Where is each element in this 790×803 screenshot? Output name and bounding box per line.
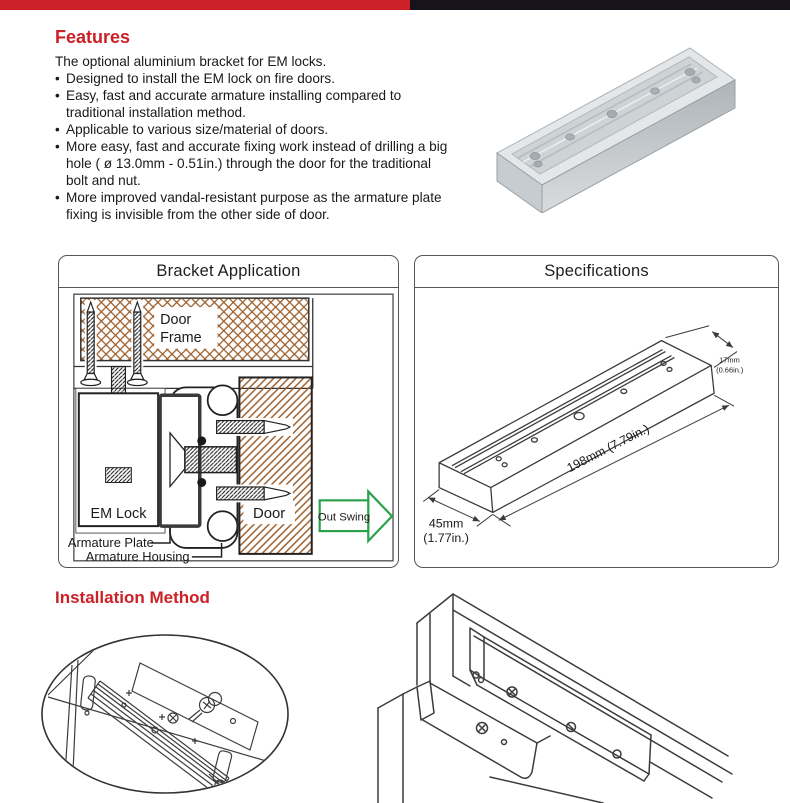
small-screw-mark <box>159 714 165 720</box>
bracket-end-cap <box>469 627 485 680</box>
door-screw-icon <box>213 418 293 436</box>
feature-item: • Easy, fast and accurate armature insta… <box>55 87 453 121</box>
door-screw-icon <box>213 484 293 503</box>
bracket-tray-lines <box>87 680 230 792</box>
sex-bolt <box>184 446 238 474</box>
plate-hole <box>229 717 237 725</box>
top-bar-red-segment <box>0 0 410 10</box>
rubber-pad <box>80 675 96 711</box>
bracket-application-diagram: Door Frame EM Lock <box>68 293 394 564</box>
armature-plate-leader <box>150 528 171 544</box>
features-title: Features <box>55 27 131 47</box>
door-frame-corner-drawing <box>377 593 733 803</box>
installation-exploded-view <box>41 634 289 794</box>
arrow-box <box>318 499 370 533</box>
mounting-plate <box>131 662 259 751</box>
bullet-glyph: • <box>55 88 60 103</box>
door-hatch <box>238 376 313 555</box>
diagram-border <box>73 293 394 562</box>
features-intro: The optional aluminium bracket for EM lo… <box>55 54 327 69</box>
feature-item: • Designed to install the EM lock on fir… <box>55 70 453 87</box>
installation-title: Installation Method <box>55 588 210 607</box>
small-screw-mark <box>126 690 132 696</box>
panel-title: Bracket Application <box>156 262 301 280</box>
em-lock-label: EM Lock <box>91 506 148 522</box>
housing-lobe <box>206 384 239 417</box>
header-top-edge <box>452 593 729 757</box>
armature-housing-leader <box>191 542 223 558</box>
bracket-line-drawing <box>438 339 715 514</box>
feature-item-text: More improved vandal-resistant purpose a… <box>66 190 442 222</box>
em-lock-body <box>77 392 160 528</box>
end-plate <box>212 750 233 783</box>
small-screw-mark <box>192 738 198 744</box>
feature-item-text: More easy, fast and accurate fixing work… <box>66 139 448 188</box>
bullet-glyph: • <box>55 122 60 137</box>
threaded-stud <box>110 365 127 395</box>
feature-item-text: Applicable to various size/material of d… <box>66 122 329 137</box>
bullet-glyph: • <box>55 190 60 205</box>
frame-screw-icon <box>126 300 148 387</box>
height-dimension-mm: 17mm <box>719 355 740 364</box>
height-dimension-in: (0.66in.) <box>716 365 744 374</box>
rubber-gasket <box>197 436 207 446</box>
arrow-head <box>367 488 394 544</box>
specifications-diagram: 45mm (1.77in.) 198mm (7.79in.) 17mm (0.6… <box>422 325 744 545</box>
armature-plate-label: Armature Plate <box>68 535 154 550</box>
feature-item: • Applicable to various size/material of… <box>55 121 453 138</box>
out-swing-arrow: Out Swing <box>318 488 394 544</box>
panel-title: Specifications <box>544 262 649 280</box>
housing-lobe <box>206 510 239 542</box>
frame-screw-icon <box>80 300 102 387</box>
width-dimension-mm: 45mm <box>429 516 463 530</box>
feature-item-text: Easy, fast and accurate armature install… <box>66 88 402 120</box>
features-section: Features The optional aluminium bracket … <box>55 26 453 223</box>
top-bar-black-segment <box>410 0 790 10</box>
width-dimension-in: (1.77in.) <box>423 531 469 545</box>
top-accent-bar <box>0 0 790 10</box>
screw-icon <box>188 691 223 723</box>
dimension-lines <box>422 325 738 527</box>
installed-bracket-isometric <box>377 593 733 803</box>
bullet-glyph: • <box>55 139 60 154</box>
exploded-bracket-drawing <box>47 640 274 792</box>
door-frame-label-line1: Door <box>160 312 191 328</box>
door-frame-label-line2: Frame <box>160 330 202 346</box>
rubber-gasket <box>197 478 207 487</box>
feature-item: • More improved vandal-resistant purpose… <box>55 189 453 223</box>
bracket-body <box>496 47 736 213</box>
bullet-glyph: • <box>55 71 60 86</box>
detail-circle <box>41 634 289 794</box>
door-label-patch <box>243 502 295 525</box>
aluminium-bracket-photo <box>496 47 736 213</box>
em-lock-core <box>105 467 132 484</box>
door-frame-label-patch <box>154 307 218 349</box>
armature-housing-label: Armature Housing <box>86 549 190 564</box>
bracket-application-panel: Bracket Application Door Frame <box>58 255 399 568</box>
panel-header: Bracket Application <box>59 256 398 288</box>
out-swing-label: Out Swing <box>318 512 370 524</box>
l-bracket-end-cap <box>416 680 435 721</box>
door-label: Door <box>253 506 285 522</box>
length-dimension: 198mm (7.79in.) <box>565 422 652 475</box>
feature-item-text: Designed to install the EM lock on fire … <box>66 71 335 86</box>
panel-header: Specifications <box>415 256 778 288</box>
feature-item: • More easy, fast and accurate fixing wo… <box>55 138 453 189</box>
specifications-panel: Specifications <box>414 255 779 568</box>
